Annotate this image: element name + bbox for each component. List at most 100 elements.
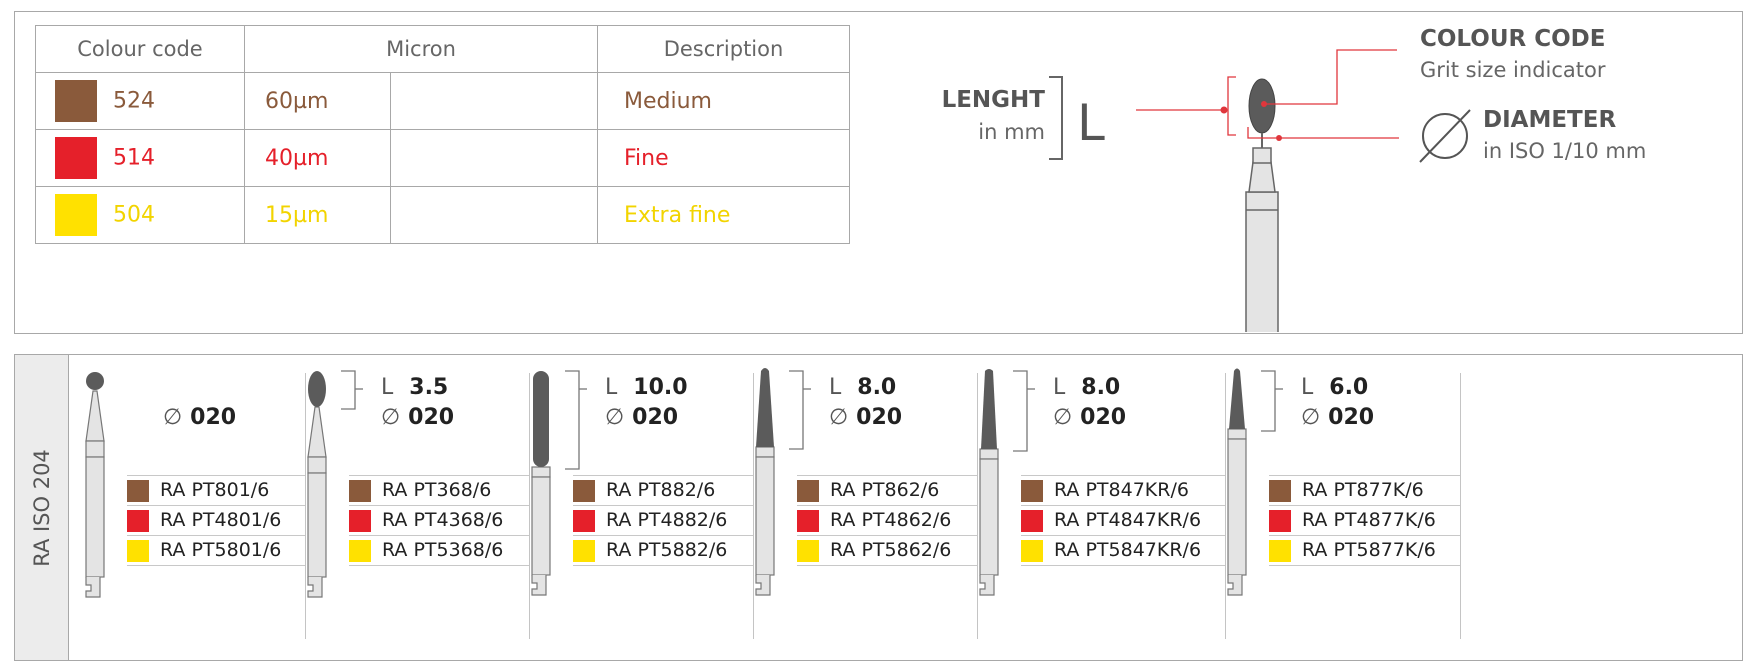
series-label: RA ISO 204 [30, 448, 54, 567]
diameter-value: ∅020 [829, 405, 903, 430]
list-item: RA PT862/6 [797, 475, 977, 505]
latch-icon [755, 575, 771, 596]
colour-swatch [55, 194, 97, 236]
list-item: RA PT4877K/6 [1269, 505, 1460, 535]
latch-icon [307, 577, 323, 598]
product-code: RA PT882/6 [606, 479, 716, 501]
length-bracket [565, 370, 580, 470]
grit-colour-swatch [797, 480, 819, 502]
column-divider [977, 373, 978, 639]
column-divider [753, 373, 754, 639]
product-code: RA PT862/6 [830, 479, 940, 501]
micron-cell: 40µm [244, 129, 391, 187]
diameter-symbol-icon: ∅ [1053, 405, 1073, 430]
shank-icon [85, 456, 105, 578]
list-item: RA PT5368/6 [349, 535, 529, 566]
column-divider [305, 373, 306, 639]
length-bracket [1013, 370, 1028, 452]
product-code: RA PT4882/6 [606, 509, 728, 531]
product-code: RA PT801/6 [160, 479, 270, 501]
product-code: RA PT4877K/6 [1302, 509, 1436, 531]
latch-icon [531, 575, 547, 596]
head-taper-point-icon [1229, 368, 1245, 429]
column-divider [1460, 373, 1461, 639]
list-item: RA PT4368/6 [349, 505, 529, 535]
colour-code-cell: 504 [35, 186, 245, 244]
product-code: RA PT5882/6 [606, 539, 728, 561]
length-bracket [1049, 76, 1063, 160]
diameter-title: DIAMETER [1483, 107, 1617, 133]
shank-icon [531, 476, 551, 576]
product-code: RA PT4862/6 [830, 509, 952, 531]
list-item: RA PT5882/6 [573, 535, 753, 566]
grit-colour-swatch [349, 510, 371, 532]
instrument-legend-diagram [1049, 49, 1471, 332]
shank-icon [1227, 438, 1247, 576]
instrument-neck-icon [1248, 161, 1276, 193]
diameter-symbol-icon: ∅ [829, 405, 849, 430]
colour-code-title: COLOUR CODE [1420, 26, 1606, 52]
product-code: RA PT5877K/6 [1302, 539, 1436, 561]
grit-colour-swatch [349, 480, 371, 502]
product-code: RA PT368/6 [382, 479, 492, 501]
list-item: RA PT4801/6 [127, 505, 305, 535]
description-cell: Extra fine [597, 186, 850, 244]
length-unit: in mm [978, 120, 1045, 144]
colour-code-subtitle: Grit size indicator [1420, 58, 1606, 82]
length-label: L [605, 375, 618, 400]
product-code: RA PT4368/6 [382, 509, 504, 531]
diameter-symbol-icon: ∅ [381, 405, 401, 430]
grit-colour-swatch [1021, 540, 1043, 562]
latch-icon [1227, 575, 1243, 596]
grit-colour-swatch [797, 540, 819, 562]
list-item: RA PT5801/6 [127, 535, 305, 566]
shank-icon [307, 472, 327, 578]
product-code: RA PT5862/6 [830, 539, 952, 561]
instrument-icon [979, 369, 1035, 596]
length-bracket [1261, 370, 1276, 432]
product-code: RA PT5368/6 [382, 539, 504, 561]
empty-cell [390, 72, 598, 130]
product-code: RA PT5847KR/6 [1054, 539, 1202, 561]
grit-colour-swatch [1021, 510, 1043, 532]
instrument-icon [1227, 368, 1283, 596]
grit-colour-swatch [1269, 540, 1291, 562]
grit-colour-swatch [127, 540, 149, 562]
diameter-value: ∅020 [1301, 405, 1375, 430]
diameter-icon [1422, 113, 1468, 159]
instrument-icon [755, 368, 811, 596]
instrument-icon [531, 370, 587, 596]
instrument-icon [307, 370, 363, 598]
head-ball-icon [86, 372, 104, 390]
grit-colour-swatch [797, 510, 819, 532]
diameter-bracket [1247, 127, 1276, 139]
list-item: RA PT801/6 [127, 475, 305, 505]
table-header-row: Colour code Micron Description [35, 25, 850, 73]
colour-code-value: 524 [113, 88, 155, 114]
grit-colour-swatch [1269, 480, 1291, 502]
length-label: L [829, 375, 842, 400]
column-divider [529, 373, 530, 639]
length-bracket [341, 370, 356, 410]
list-item: RA PT4862/6 [797, 505, 977, 535]
colour-swatch [55, 137, 97, 179]
list-item: RA PT882/6 [573, 475, 753, 505]
list-item: RA PT4847KR/6 [1021, 505, 1225, 535]
product-code-list: RA PT862/6 RA PT4862/6 RA PT5862/6 [797, 475, 977, 566]
product-code: RA PT4801/6 [160, 509, 282, 531]
length-pointer-dot [1220, 106, 1228, 114]
grit-colour-swatch [127, 480, 149, 502]
